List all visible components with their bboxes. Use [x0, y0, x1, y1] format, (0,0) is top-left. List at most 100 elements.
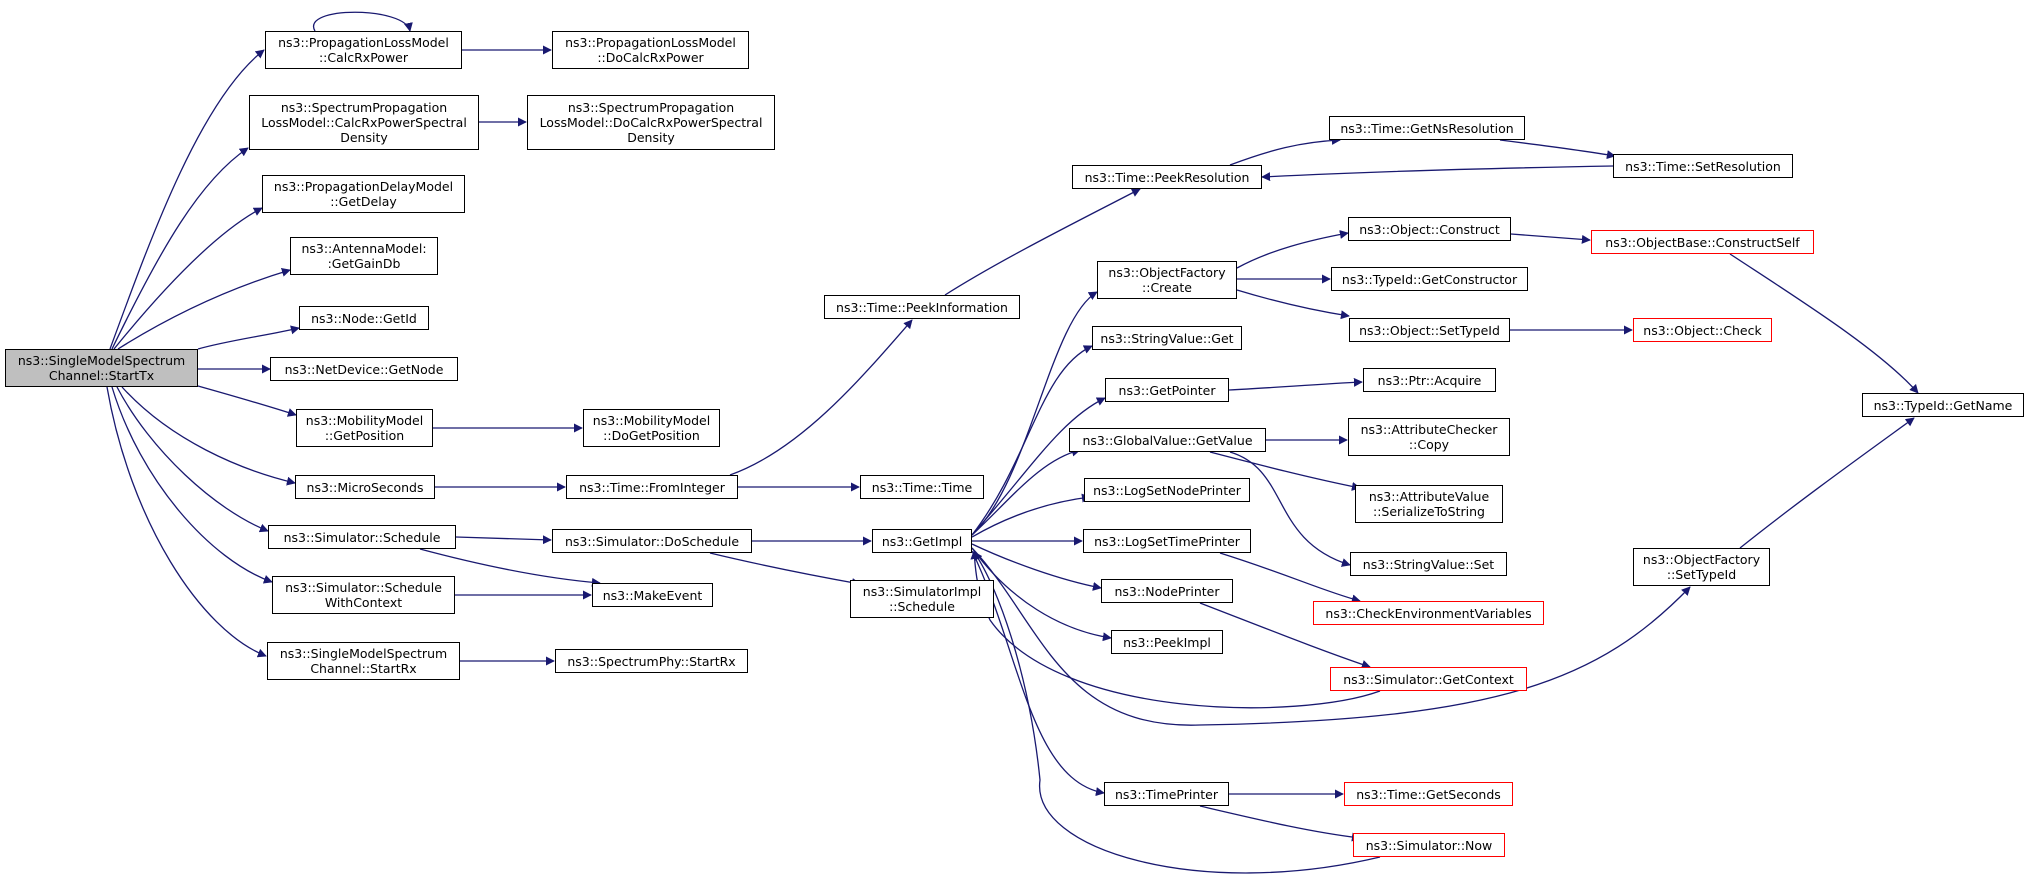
node-ptr-acquire[interactable]: ns3::Ptr::Acquire: [1363, 368, 1496, 392]
node-get-pointer[interactable]: ns3::GetPointer: [1105, 378, 1229, 402]
node-label-line: ::Create: [1142, 280, 1192, 295]
node-simulator-get-context[interactable]: ns3::Simulator::GetContext: [1330, 667, 1527, 691]
node-label-line: Density: [627, 130, 675, 145]
edge-simulator-do-schedule-to-simulator-impl-schedule: [709, 552, 861, 587]
node-label-line: ns3::PeekImpl: [1123, 634, 1211, 650]
node-time-peek-resolution[interactable]: ns3::Time::PeekResolution: [1072, 165, 1262, 189]
node-typeid-get-name[interactable]: ns3::TypeId::GetName: [1862, 393, 2024, 417]
node-label-line: ns3::PropagationLossModel: [565, 35, 736, 50]
node-label-line: ns3::Time::Time: [871, 479, 973, 495]
node-label-line: ns3::StringValue::Set: [1362, 556, 1495, 572]
edge-get-impl-to-log-set-node-printer: [971, 493, 1091, 538]
edge-simulator-schedule-to-make-event: [419, 548, 601, 587]
edge-object-factory-set-type-id-to-typeid-get-name: [1739, 417, 1915, 549]
edge-start-tx-to-spec-calc-rx-psd: [111, 147, 249, 350]
node-attribute-checker-copy[interactable]: ns3::AttributeChecker::Copy: [1348, 418, 1510, 456]
node-object-construct[interactable]: ns3::Object::Construct: [1348, 217, 1511, 241]
node-label-line: ns3::NetDevice::GetNode: [284, 361, 444, 377]
node-string-value-get[interactable]: ns3::StringValue::Get: [1092, 326, 1242, 350]
node-time-time[interactable]: ns3::Time::Time: [860, 475, 984, 499]
node-time-get-ns-resolution[interactable]: ns3::Time::GetNsResolution: [1329, 116, 1525, 140]
node-label-line: ns3::SpectrumPropagation: [567, 100, 735, 115]
node-time-get-seconds[interactable]: ns3::Time::GetSeconds: [1344, 782, 1513, 806]
node-label-line: ns3::Object::Construct: [1359, 221, 1500, 237]
node-label-line: ns3::NodePrinter: [1114, 583, 1220, 599]
node-simulator-now[interactable]: ns3::Simulator::Now: [1353, 833, 1505, 857]
node-time-set-resolution[interactable]: ns3::Time::SetResolution: [1613, 154, 1793, 178]
node-label-line: ::SerializeToString: [1373, 504, 1485, 519]
node-object-check[interactable]: ns3::Object::Check: [1633, 318, 1772, 342]
node-label-line: ns3::GlobalValue::GetValue: [1082, 432, 1253, 448]
node-get-delay[interactable]: ns3::PropagationDelayModel::GetDelay: [262, 175, 465, 213]
node-typeid-get-constructor[interactable]: ns3::TypeId::GetConstructor: [1331, 267, 1528, 291]
node-object-factory-set-type-id[interactable]: ns3::ObjectFactory::SetTypeId: [1633, 548, 1770, 586]
node-label-line: ::DoCalcRxPower: [597, 50, 704, 65]
edge-start-tx-to-start-rx: [106, 386, 267, 658]
node-mobility-do-get-position[interactable]: ns3::MobilityModel::DoGetPosition: [583, 409, 720, 447]
node-get-gain-db[interactable]: ns3::AntennaModel::GetGainDb: [290, 237, 438, 275]
node-object-set-type-id[interactable]: ns3::Object::SetTypeId: [1349, 318, 1510, 342]
node-label-line: ns3::GetImpl: [881, 533, 963, 549]
node-get-impl[interactable]: ns3::GetImpl: [872, 529, 972, 553]
node-node-get-id[interactable]: ns3::Node::GetId: [299, 306, 429, 330]
node-label-line: ns3::AttributeChecker: [1360, 422, 1498, 437]
node-label-line: LossModel::CalcRxPowerSpectral: [261, 115, 467, 130]
node-attribute-value-serialize[interactable]: ns3::AttributeValue::SerializeToString: [1355, 485, 1503, 523]
node-mobility-get-position[interactable]: ns3::MobilityModel::GetPosition: [296, 409, 433, 447]
node-simulator-schedule[interactable]: ns3::Simulator::Schedule: [268, 525, 456, 549]
node-calc-rx-power[interactable]: ns3::PropagationLossModel::CalcRxPower: [265, 31, 462, 69]
node-label-line: ns3::Time::PeekResolution: [1084, 169, 1250, 185]
node-make-event[interactable]: ns3::MakeEvent: [592, 583, 713, 607]
node-label-line: ::Schedule: [889, 599, 955, 614]
node-time-peek-information[interactable]: ns3::Time::PeekInformation: [824, 295, 1020, 319]
node-string-value-set[interactable]: ns3::StringValue::Set: [1350, 552, 1507, 576]
node-micro-seconds[interactable]: ns3::MicroSeconds: [295, 475, 435, 499]
node-label-line: ns3::Object::Check: [1643, 322, 1762, 338]
node-time-printer[interactable]: ns3::TimePrinter: [1104, 782, 1229, 806]
node-log-set-node-printer[interactable]: ns3::LogSetNodePrinter: [1084, 478, 1250, 502]
node-label-line: ns3::PropagationLossModel: [278, 35, 449, 50]
node-log-set-time-printer[interactable]: ns3::LogSetTimePrinter: [1083, 529, 1251, 553]
node-simulator-do-schedule[interactable]: ns3::Simulator::DoSchedule: [552, 529, 752, 553]
node-label-line: ::CalcRxPower: [318, 50, 409, 65]
node-check-env-vars[interactable]: ns3::CheckEnvironmentVariables: [1313, 601, 1544, 625]
node-do-calc-rx-power[interactable]: ns3::PropagationLossModel::DoCalcRxPower: [552, 31, 749, 69]
node-label-line: ns3::SingleModelSpectrum: [279, 646, 448, 661]
node-label-line: Density: [340, 130, 388, 145]
node-global-value-get-value[interactable]: ns3::GlobalValue::GetValue: [1069, 428, 1266, 452]
node-object-base-construct-self[interactable]: ns3::ObjectBase::ConstructSelf: [1591, 230, 1814, 254]
node-label-line: ns3::Time::GetNsResolution: [1340, 120, 1514, 136]
edge-global-value-get-value-to-attribute-value-serialize: [1209, 451, 1361, 491]
node-label-line: ns3::Ptr::Acquire: [1377, 372, 1482, 388]
node-time-from-integer[interactable]: ns3::Time::FromInteger: [566, 475, 738, 499]
node-label-line: ns3::Time::SetResolution: [1625, 158, 1781, 174]
node-label-line: ::GetPosition: [324, 428, 405, 443]
edge-get-impl-to-string-value-get: [971, 345, 1093, 536]
edge-get-impl-to-get-pointer: [971, 397, 1106, 536]
node-label-line: ns3::PropagationDelayModel: [273, 179, 454, 194]
node-spectrum-phy-start-rx[interactable]: ns3::SpectrumPhy::StartRx: [555, 649, 748, 673]
node-label-line: LossModel::DoCalcRxPowerSpectral: [539, 115, 763, 130]
node-simulator-impl-schedule[interactable]: ns3::SimulatorImpl::Schedule: [850, 580, 994, 618]
edge-get-impl-to-global-value-get-value: [971, 447, 1081, 536]
node-node-printer[interactable]: ns3::NodePrinter: [1101, 579, 1233, 603]
node-label-line: ns3::AttributeValue: [1368, 489, 1490, 504]
edges: [106, 11, 1919, 874]
node-peek-impl[interactable]: ns3::PeekImpl: [1111, 630, 1223, 654]
edge-object-base-construct-self-to-typeid-get-name: [1729, 253, 1919, 394]
node-label-line: ns3::Simulator::Schedule: [285, 580, 442, 595]
node-label-line: ns3::MicroSeconds: [306, 479, 424, 495]
edge-global-value-get-value-to-string-value-set: [1229, 451, 1351, 567]
node-label-line: Channel::StartRx: [310, 661, 417, 676]
node-object-factory-create[interactable]: ns3::ObjectFactory::Create: [1097, 261, 1237, 299]
edge-time-from-integer-to-time-peek-information: [729, 319, 913, 476]
edge-start-tx-to-micro-seconds: [121, 386, 296, 486]
node-netdevice-get-node[interactable]: ns3::NetDevice::GetNode: [270, 357, 458, 381]
node-label-line: ns3::Time::GetSeconds: [1356, 786, 1501, 802]
